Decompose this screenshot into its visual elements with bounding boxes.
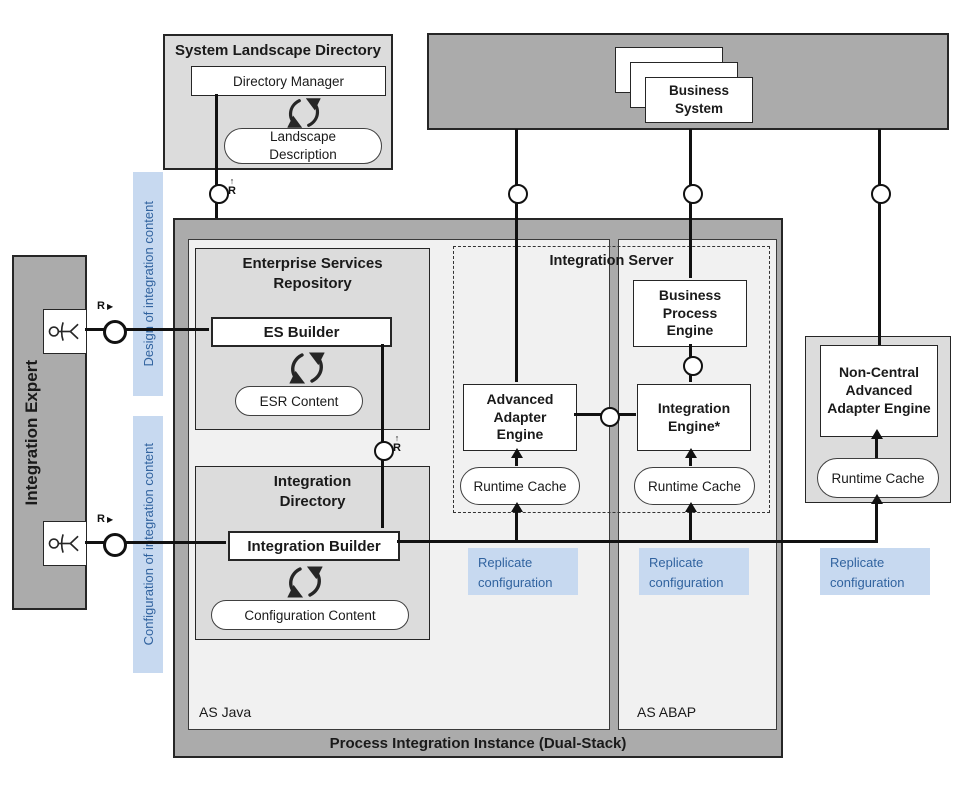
port-bs-ncaae [871, 184, 891, 204]
integration-expert-bar: Integration Expert [12, 255, 87, 610]
arrow-shaft-replicate-left [515, 511, 518, 542]
port-bs-bpe [683, 184, 703, 204]
integration-engine-box: Integration Engine* [637, 384, 751, 451]
as-java-label: AS Java [199, 704, 252, 720]
connector-replication-elbow [875, 503, 878, 543]
sync-arrows-icon [289, 352, 325, 384]
port-actor-config [103, 533, 127, 557]
arrowhead-cache-to-ie [685, 448, 697, 458]
business-process-engine-box: Business Process Engine [633, 280, 747, 347]
r-marker-actor-config: R ▶ [97, 513, 114, 525]
configuration-content-stadium-label: Configuration Content [244, 607, 376, 623]
arrow-shaft-replicate-mid [689, 511, 692, 542]
non-central-aae-engine-box: Non-Central Advanced Adapter Engine [820, 345, 938, 437]
business-system-label: Business System [668, 83, 730, 116]
actor-icon [48, 534, 79, 553]
integration-directory-box: Integration Directory Integration Builde… [195, 466, 430, 640]
configuration-content-label: Configuration of integration content [140, 443, 156, 646]
r-marker-actor-design: R ▶ [97, 300, 114, 312]
up-arrow-icon: ↑ [229, 176, 235, 186]
non-central-aae-box: Non-Central Advanced Adapter Engine Runt… [805, 336, 951, 503]
process-integration-title: Process Integration Instance (Dual-Stack… [329, 735, 627, 752]
integration-builder-box: Integration Builder [228, 531, 400, 561]
as-abap-label: AS ABAP [637, 704, 697, 720]
connector-replication-bus [397, 540, 878, 543]
arrow-shaft-cache-mid [689, 457, 692, 466]
connector-actor1-to-esbuilder [85, 328, 209, 331]
r-marker-sld: ↑ R [228, 176, 236, 197]
connector-bs-to-aae [515, 129, 518, 382]
business-system-container: Business System [427, 33, 949, 130]
sync-arrows-icon [287, 566, 323, 598]
arrowhead-replicate-right [871, 494, 883, 504]
esr-title: Enterprise Services Repository [242, 255, 383, 292]
enterprise-services-repository-box: Enterprise Services Repository ES Builde… [195, 248, 430, 430]
integration-builder-label: Integration Builder [247, 537, 381, 555]
ncaae-runtime-cache-label: Runtime Cache [831, 470, 925, 486]
advanced-adapter-engine-box: Advanced Adapter Engine [463, 384, 577, 451]
integration-engine-label: Integration Engine* [657, 399, 731, 434]
port-bs-aae [508, 184, 528, 204]
system-landscape-directory-box: System Landscape Directory Directory Man… [163, 34, 393, 170]
arrowhead-replicate-left [511, 502, 523, 512]
ie-runtime-cache-stadium: Runtime Cache [634, 467, 755, 505]
sld-title: System Landscape Directory [175, 42, 381, 59]
integration-server-title: Integration Server [549, 253, 674, 269]
arrowhead-cache-to-ncaae [871, 429, 883, 439]
design-content-label: Design of integration content [140, 201, 156, 367]
es-builder-label: ES Builder [263, 323, 340, 341]
aae-runtime-cache-label: Runtime Cache [473, 478, 567, 494]
ie-runtime-cache-label: Runtime Cache [647, 478, 742, 494]
directory-manager-box: Directory Manager [191, 66, 386, 96]
port-bpe-ie [683, 356, 703, 376]
connector-sld-to-pi [215, 94, 218, 218]
directory-manager-label: Directory Manager [232, 73, 345, 89]
arrow-shaft-cache-right [875, 439, 878, 458]
configuration-content-strip: Configuration of integration content [133, 416, 163, 673]
connector-bs-to-ncaae [878, 129, 881, 345]
aae-runtime-cache-stadium: Runtime Cache [460, 467, 580, 505]
integration-server-boundary: Integration Server [453, 246, 770, 513]
business-system-box: Business System [645, 77, 753, 123]
landscape-description-label: Landscape Description [269, 129, 337, 162]
replicate-configuration-label-mid: Replicate configuration [639, 548, 749, 595]
port-aae-ie [600, 407, 620, 427]
advanced-adapter-engine-label: Advanced Adapter Engine [486, 390, 554, 443]
configuration-content-stadium: Configuration Content [211, 600, 409, 630]
right-arrow-icon: ▶ [106, 301, 114, 311]
port-actor-design [103, 320, 127, 344]
connector-esbuilder-to-intbuilder [381, 344, 384, 528]
arrowhead-replicate-mid [685, 502, 697, 512]
es-builder-box: ES Builder [211, 317, 392, 347]
non-central-aae-label: Non-Central Advanced Adapter Engine [827, 364, 931, 416]
esr-content-label: ESR Content [259, 393, 339, 409]
integration-expert-label: Integration Expert [22, 359, 41, 506]
integration-directory-title: Integration Directory [273, 473, 352, 510]
right-arrow-icon: ▶ [106, 514, 114, 524]
port-sld [209, 184, 229, 204]
replicate-configuration-label-left: Replicate configuration [468, 548, 578, 595]
port-esr-directory [374, 441, 394, 461]
connector-actor2-to-intbuilder [85, 541, 226, 544]
arrowhead-cache-to-aae [511, 448, 523, 458]
ncaae-runtime-cache-stadium: Runtime Cache [817, 458, 939, 498]
sync-arrows-icon [287, 98, 321, 128]
esr-content-stadium: ESR Content [235, 386, 363, 416]
r-marker-esr: ↑ R [393, 433, 401, 454]
up-arrow-icon: ↑ [394, 433, 400, 443]
arrow-shaft-cache-left [515, 457, 518, 466]
design-content-strip: Design of integration content [133, 172, 163, 396]
actor-icon [48, 322, 79, 341]
landscape-description-stadium: Landscape Description [224, 128, 382, 164]
business-process-engine-label: Business Process Engine [658, 286, 722, 339]
actor-box-design [43, 309, 87, 354]
process-integration-instance: Enterprise Services Repository ES Builde… [173, 218, 783, 758]
actor-box-config [43, 521, 87, 566]
replicate-configuration-label-right: Replicate configuration [820, 548, 930, 595]
